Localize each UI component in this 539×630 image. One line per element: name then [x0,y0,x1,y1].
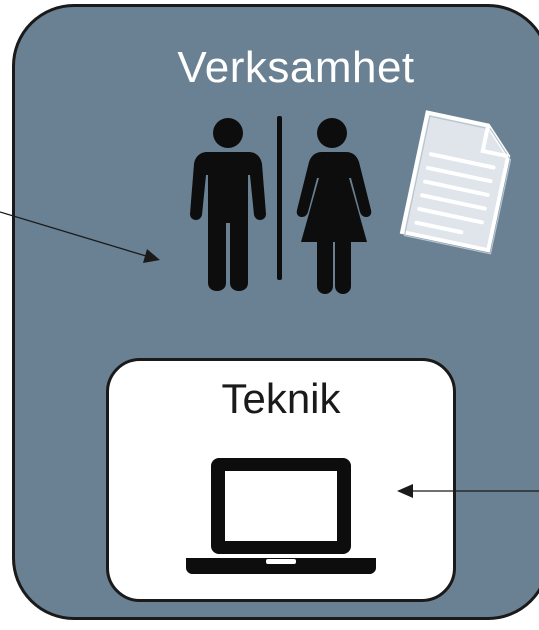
teknik-label: Teknik [221,375,341,422]
laptop-icon [186,458,376,574]
arrow-to-verksamhet [0,211,160,263]
divider-icon [277,116,282,280]
man-icon [190,118,266,291]
arrow-to-teknik [397,484,539,498]
verksamhet-label: Verksamhet [177,43,415,92]
woman-icon [296,118,372,294]
document-icon [399,110,512,255]
